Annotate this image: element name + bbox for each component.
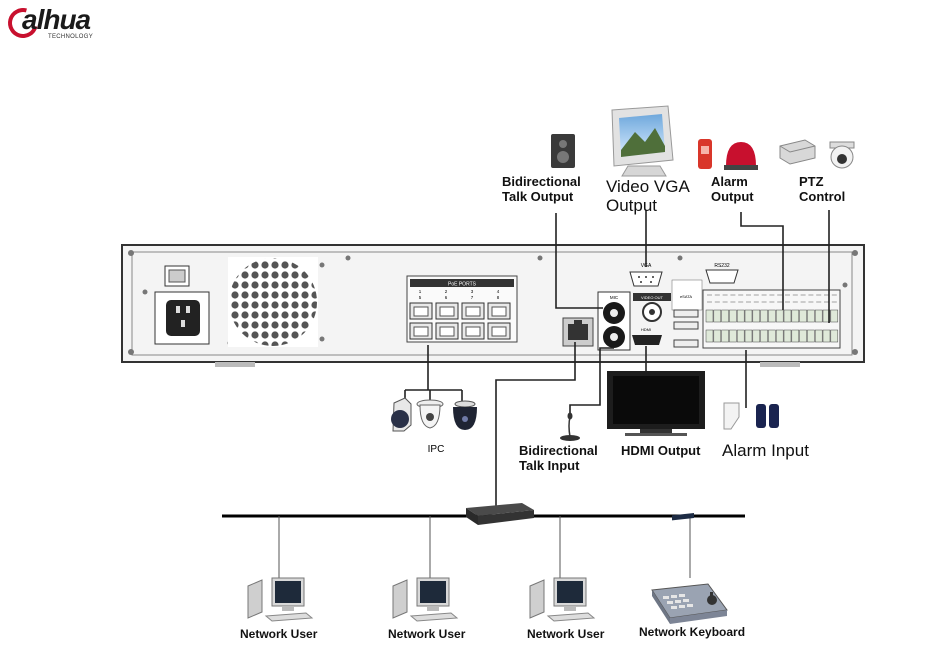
tv-icon — [607, 371, 705, 436]
alarm-terminal — [761, 310, 768, 322]
alarm-terminal — [714, 310, 721, 322]
alarm-terminal — [815, 310, 822, 322]
alarm-terminal — [784, 330, 791, 342]
poe-title: PoE PORTS — [448, 282, 477, 288]
network-user-label: Network User — [527, 628, 604, 641]
network-switch-icon — [466, 503, 534, 525]
alarm-terminal — [722, 330, 729, 342]
crt-monitor-icon — [612, 106, 673, 176]
alarm-terminal — [831, 310, 838, 322]
alarm-terminal — [807, 330, 814, 342]
audio-port-block: MIC — [598, 292, 630, 350]
ptz-dome-icon — [830, 142, 854, 168]
microphone-icon — [560, 413, 580, 442]
video-out-label: VIDEO OUT — [641, 295, 664, 300]
network-user-label: Network User — [240, 628, 317, 641]
alarm-terminal — [784, 310, 791, 322]
alarm-terminal — [776, 330, 783, 342]
alarm-terminal — [706, 310, 713, 322]
alarm-terminal — [729, 330, 736, 342]
alarm-terminal — [753, 330, 760, 342]
network-user-label: Network User — [388, 628, 465, 641]
ipc-camera-icon — [391, 398, 411, 431]
alarm-terminal — [706, 330, 713, 342]
alarm-siren-icon — [698, 139, 712, 169]
alarm-terminal — [768, 330, 775, 342]
power-socket-icon — [155, 292, 209, 344]
brand-logo: alhua TECHNOLOGY — [8, 4, 128, 44]
alarm-terminal — [776, 310, 783, 322]
alarm-input-label: Alarm Input — [722, 441, 809, 460]
vga-port-icon — [630, 272, 662, 286]
ipc-camera-icon — [417, 400, 443, 428]
speaker-icon — [551, 134, 575, 168]
ptz-control-label: PTZ Control — [799, 175, 845, 204]
smoke-detector-icon — [756, 404, 779, 428]
alarm-terminal — [831, 330, 838, 342]
network-bus — [222, 516, 745, 578]
alarm-terminal — [737, 310, 744, 322]
network-keyboard-label: Network Keyboard — [639, 626, 745, 639]
alarm-terminal — [722, 310, 729, 322]
workstation-icon — [248, 578, 312, 621]
alarm-terminal — [800, 330, 807, 342]
ptz-decoder-icon — [780, 140, 815, 164]
alarm-terminal — [745, 310, 752, 322]
hdmi-output-label: HDMI Output — [621, 444, 700, 459]
alarm-terminal — [815, 330, 822, 342]
alarm-terminal — [729, 310, 736, 322]
power-switch-icon — [165, 266, 189, 286]
hdmi-port-icon — [632, 335, 662, 345]
alarm-terminal — [753, 310, 760, 322]
alarm-output-label: Alarm Output — [711, 175, 754, 204]
alarm-terminal — [714, 330, 721, 342]
alarm-terminal — [807, 310, 814, 322]
ipc-camera-icon — [453, 401, 477, 430]
vga-output-label: Video VGA Output — [606, 178, 690, 215]
alarm-terminal — [737, 330, 744, 342]
rs232-port-icon — [706, 270, 738, 283]
ipc-label: IPC — [428, 444, 445, 455]
alarm-strobe-icon — [724, 142, 758, 170]
talk-input-label: Bidirectional Talk Input — [519, 444, 598, 473]
workstation-icon — [530, 578, 594, 621]
alarm-terminal — [768, 310, 775, 322]
alarm-terminal — [745, 330, 752, 342]
mic-label: MIC — [610, 295, 619, 300]
pir-sensor-icon — [724, 403, 739, 429]
network-port-icon — [563, 318, 593, 346]
alarm-terminal — [823, 330, 830, 342]
hdmi-port-label: HDMI — [641, 327, 651, 332]
fan-grille-icon — [228, 257, 318, 347]
workstation-icon — [393, 578, 457, 621]
alarm-terminal — [800, 310, 807, 322]
alarm-terminal-block — [703, 290, 840, 348]
brand-name: alhua — [22, 4, 90, 36]
alarm-terminal — [792, 310, 799, 322]
esata-label: eSATA — [680, 294, 692, 299]
alarm-terminal — [792, 330, 799, 342]
brand-tagline: TECHNOLOGY — [48, 34, 93, 40]
rs232-label: RS232 — [714, 263, 730, 269]
alarm-terminal — [761, 330, 768, 342]
talk-output-label: Bidirectional Talk Output — [502, 175, 581, 204]
